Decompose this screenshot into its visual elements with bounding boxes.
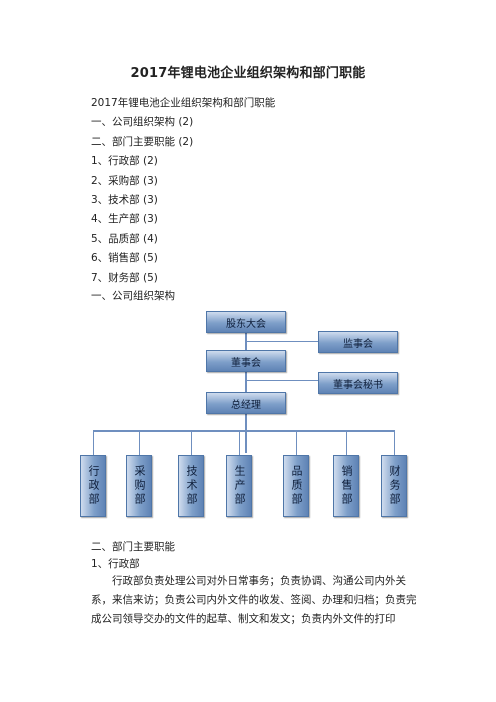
toc-item: 4、生产部 (3) (91, 213, 158, 226)
connector-line (246, 341, 318, 342)
section-heading: 二、部门主要职能 (91, 541, 175, 553)
connector-line (191, 430, 192, 455)
toc-item: 一、公司组织架构 (2) (91, 116, 194, 129)
connector-line (93, 430, 395, 432)
connector-line (296, 430, 297, 455)
org-box-department: 采购部 (126, 455, 152, 517)
connector-line (394, 430, 395, 455)
body-paragraph: 行政部负责处理公司对外日常事务；负责协调、沟通公司内外关系，来信来访；负责公司内… (91, 575, 417, 625)
org-box-department: 技术部 (178, 455, 204, 517)
org-box-department: 销售部 (333, 455, 359, 517)
table-of-contents: 2017年锂电池企业组织架构和部门职能 一、公司组织架构 (2) 二、部门主要职… (91, 94, 275, 288)
toc-item: 7、财务部 (5) (91, 271, 158, 284)
toc-item: 5、品质部 (4) (91, 232, 158, 245)
connector-line (139, 430, 140, 455)
toc-item: 二、部门主要职能 (2) (91, 135, 194, 148)
toc-item: 1、行政部 (2) (91, 155, 158, 168)
org-box-board-secretary: 董事会秘书 (318, 372, 398, 394)
section-heading: 一、公司组织架构 (91, 290, 175, 302)
document-title: 2017年锂电池企业组织架构和部门职能 (130, 66, 366, 81)
org-box-department: 品质部 (283, 455, 309, 517)
connector-line (93, 430, 94, 455)
org-box-department: 生产部 (226, 455, 252, 517)
connector-line (246, 380, 318, 381)
org-box-supervisors: 监事会 (318, 331, 398, 353)
toc-item: 2、采购部 (3) (91, 174, 158, 187)
connector-line (239, 430, 240, 455)
toc-item: 2017年锂电池企业组织架构和部门职能 (91, 97, 276, 109)
sub-heading: 1、行政部 (91, 558, 140, 570)
toc-item: 6、销售部 (5) (91, 252, 158, 265)
connector-line (346, 430, 347, 455)
org-box-department: 行政部 (80, 455, 106, 517)
org-box-department: 财务部 (381, 455, 407, 517)
org-box-board: 董事会 (206, 350, 286, 372)
org-box-general-manager: 总经理 (206, 392, 286, 414)
toc-item: 3、技术部 (3) (91, 194, 158, 207)
org-box-shareholders: 股东大会 (206, 311, 286, 333)
